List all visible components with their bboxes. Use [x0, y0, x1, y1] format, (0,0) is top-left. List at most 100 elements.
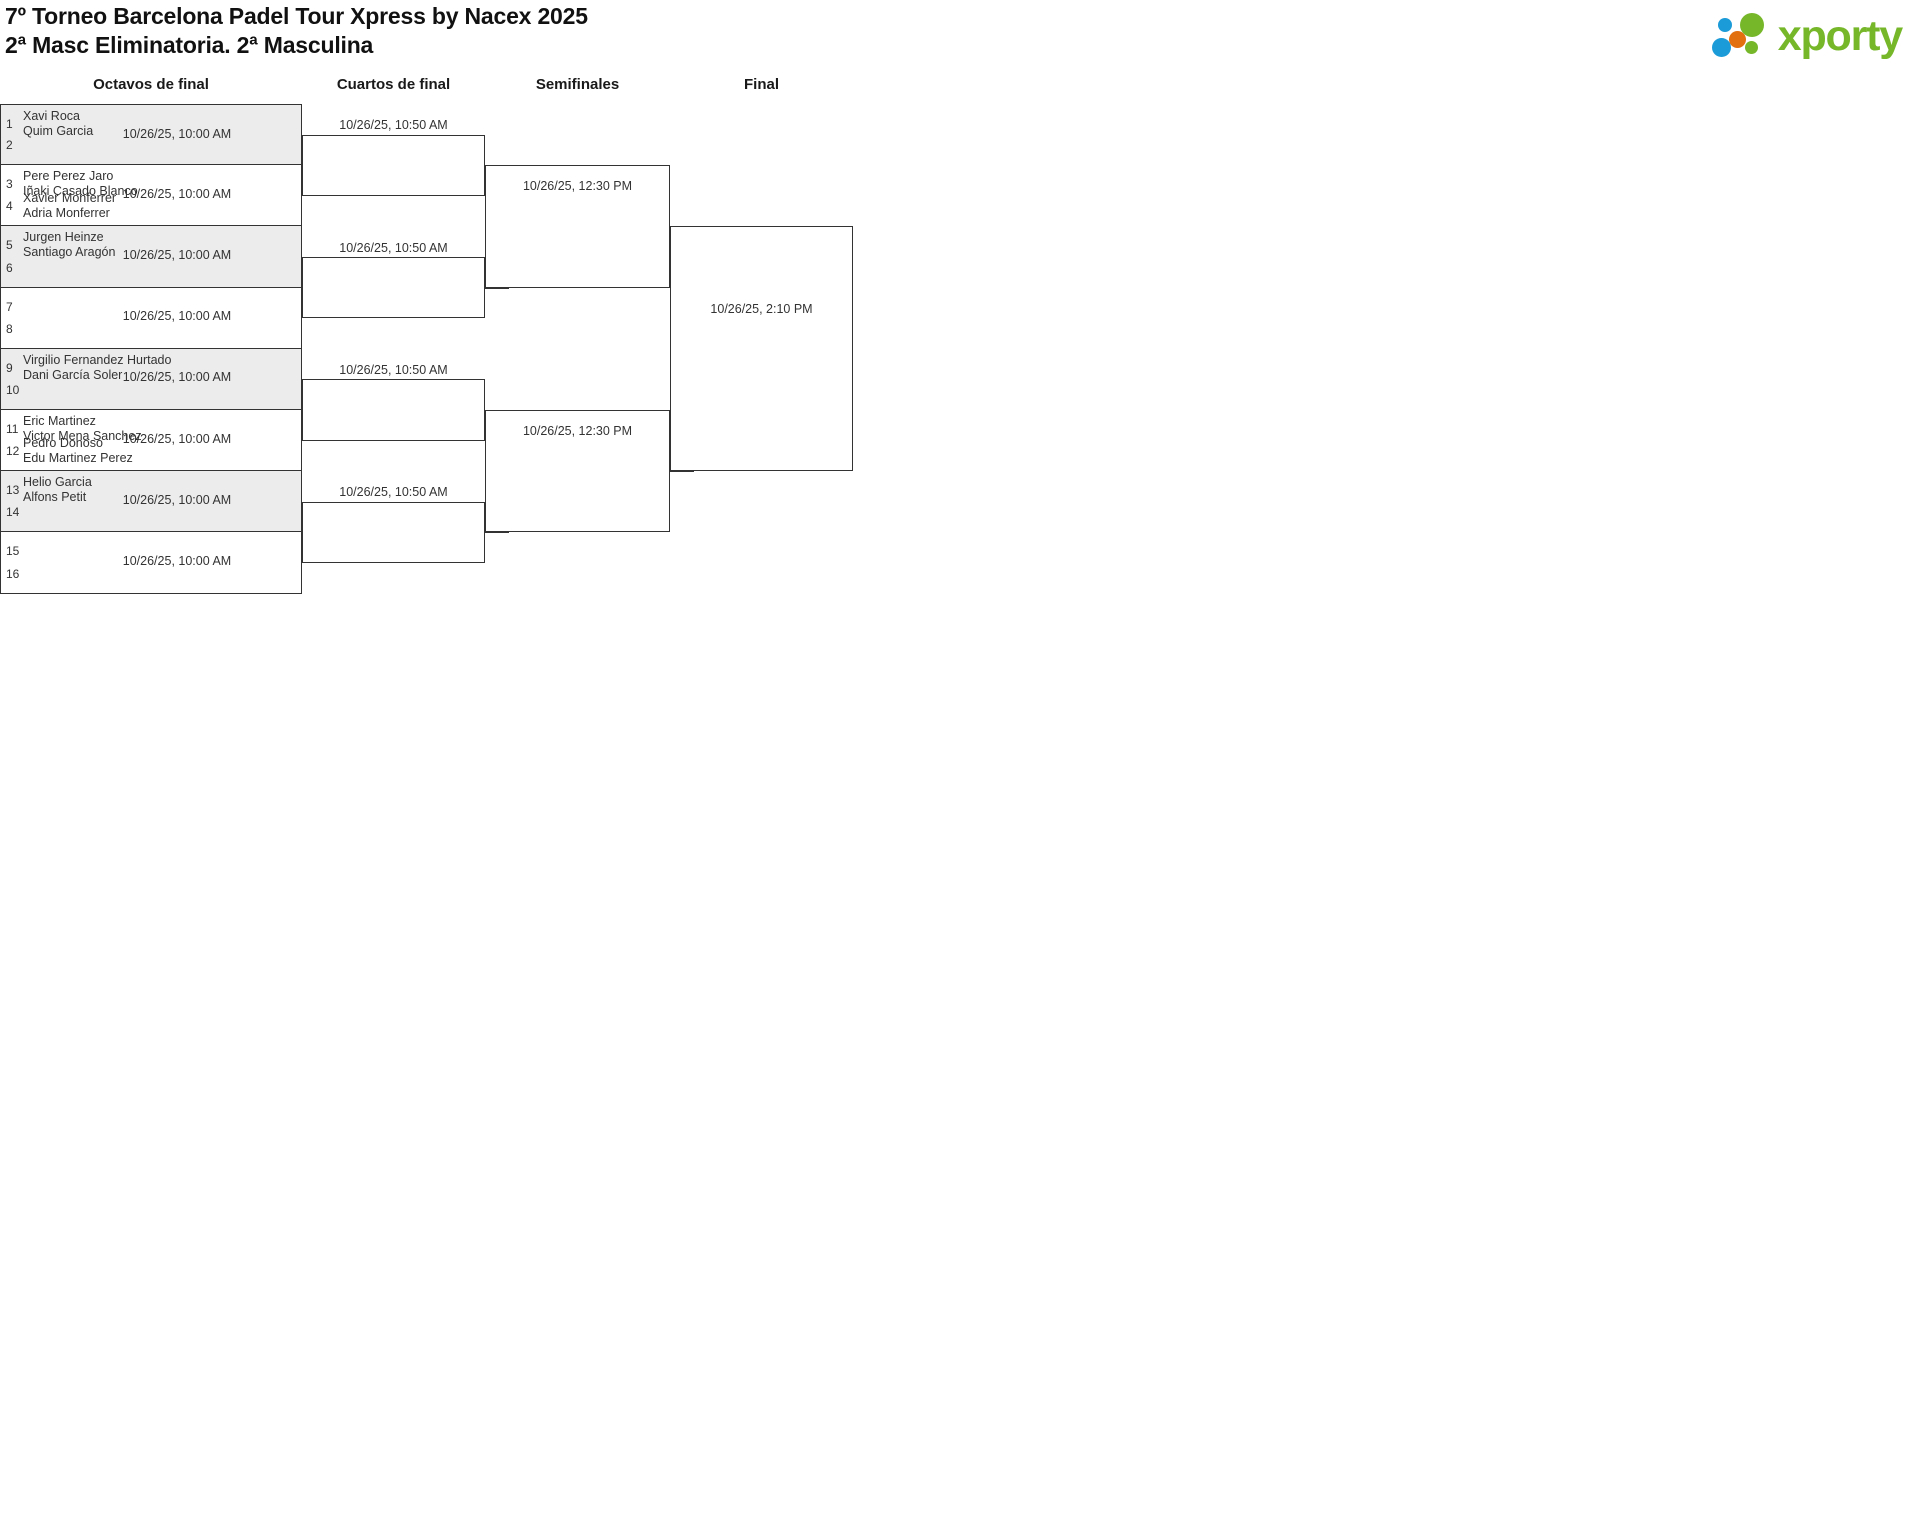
player-name: Virgilio Fernandez Hurtado	[23, 352, 172, 367]
logo-dot-blue-large	[1711, 38, 1731, 57]
octavos-slot-bottom[interactable]: 16	[1, 559, 303, 589]
connector-line	[485, 287, 509, 289]
round-header-semifinales: Semifinales	[535, 76, 620, 93]
logo-wordmark: xporty	[1777, 11, 1903, 60]
octavos-match[interactable]: 15 16 10/26/25, 10:00 AM	[0, 532, 303, 594]
octavos-slot-bottom[interactable]: 2	[1, 130, 303, 160]
player-name: Santiago Aragón	[23, 245, 116, 260]
xporty-logo[interactable]: xporty	[1711, 8, 1903, 64]
seed-number: 15	[6, 544, 20, 559]
cuartos-match[interactable]: 10/26/25, 10:50 AM	[302, 363, 485, 441]
seed-number: 1	[6, 117, 13, 131]
round-header-octavos: Octavos de final	[93, 76, 209, 93]
player-name: Pedro Donoso	[23, 436, 103, 451]
cuartos-match[interactable]: 10/26/25, 10:50 AM	[302, 485, 485, 563]
octavos-slot-top[interactable]: 15	[1, 536, 303, 566]
player-name: Eric Martinez	[23, 414, 96, 428]
octavos-slot-top[interactable]: 7	[1, 292, 303, 322]
player-name: Xavier Monferrer	[23, 191, 117, 206]
seed-number: 9	[6, 360, 13, 375]
player-name: Adria Monferrer	[23, 206, 110, 221]
octavos-slot-bottom[interactable]: 6	[1, 253, 303, 283]
semifinales-match[interactable]: 10/26/25, 12:30 PM	[485, 165, 670, 288]
seed-number: 14	[6, 505, 20, 520]
octavos-slot-bottom[interactable]: 10	[1, 375, 303, 405]
player-name: Alfons Petit	[23, 490, 87, 505]
round-header-final: Final	[743, 76, 779, 93]
tournament-subtitle: 2ª Masc Eliminatoria. 2ª Masculina	[5, 32, 374, 58]
logo-dot-blue-small	[1717, 18, 1732, 32]
match-time: 10/26/25, 10:50 AM	[339, 485, 448, 500]
match-time: 10/26/25, 10:50 AM	[339, 240, 448, 255]
player-name: Quim Garcia	[23, 124, 94, 138]
match-time: 10/26/25, 10:00 AM	[122, 370, 232, 385]
player-name: Victor Mena Sanchez	[23, 429, 142, 443]
seed-number: 7	[6, 299, 13, 314]
player-name: Edu Martinez Perez	[23, 451, 133, 466]
player-name: Iñaki Casado Blanco	[23, 184, 138, 199]
cuartos-match[interactable]: 10/26/25, 10:50 AM	[302, 118, 485, 196]
connector-line	[670, 471, 694, 473]
logo-dot-orange	[1728, 31, 1746, 48]
seed-number: 3	[6, 177, 13, 192]
tournament-title: 7º Torneo Barcelona Padel Tour Xpress by…	[5, 3, 588, 29]
cuartos-match[interactable]: 10/26/25, 10:50 AM	[302, 241, 485, 319]
player-name: Dani García Soler	[23, 367, 123, 382]
final-match[interactable]: 10/26/25, 2:10 PM	[670, 226, 853, 472]
match-time: 10/26/25, 10:00 AM	[122, 492, 232, 507]
seed-number: 12	[6, 444, 20, 459]
seed-number: 6	[6, 260, 13, 275]
seed-number: 11	[6, 422, 19, 436]
semifinales-match[interactable]: 10/26/25, 12:30 PM	[485, 410, 670, 533]
player-name: Helio Garcia	[23, 475, 92, 490]
match-time: 10/26/25, 12:30 PM	[522, 179, 633, 194]
title-block: 7º Torneo Barcelona Padel Tour Xpress by…	[5, 2, 588, 60]
page-header: 7º Torneo Barcelona Padel Tour Xpress by…	[0, 0, 1920, 72]
match-time: 10/26/25, 2:10 PM	[710, 301, 813, 316]
match-time: 10/26/25, 12:30 PM	[522, 424, 633, 439]
logo-dots-icon	[1711, 11, 1774, 61]
seed-number: 16	[6, 566, 20, 581]
seed-number: 13	[6, 483, 20, 498]
match-time: 10/26/25, 10:00 AM	[122, 126, 232, 141]
match-time: 10/26/25, 10:00 AM	[122, 186, 232, 201]
seed-number: 5	[6, 238, 13, 253]
player-name: Jurgen Heinze	[23, 230, 104, 245]
seed-number: 2	[6, 138, 13, 153]
match-time: 10/26/25, 10:00 AM	[122, 553, 232, 568]
round-header-cuartos: Cuartos de final	[336, 76, 451, 93]
player-name: Pere Perez Jaro	[23, 169, 114, 184]
player-name: Xavi Roca	[23, 109, 80, 123]
connector-line	[485, 532, 509, 534]
octavos-slot-bottom[interactable]: 14	[1, 497, 303, 527]
octavos-slot-bottom[interactable]: 8	[1, 314, 303, 344]
seed-number: 10	[6, 382, 20, 397]
logo-dot-green-small	[1744, 41, 1758, 54]
match-time: 10/26/25, 10:50 AM	[339, 363, 448, 377]
match-time: 10/26/25, 10:00 AM	[122, 431, 232, 446]
seed-number: 8	[6, 321, 13, 336]
seed-number: 4	[6, 199, 13, 214]
